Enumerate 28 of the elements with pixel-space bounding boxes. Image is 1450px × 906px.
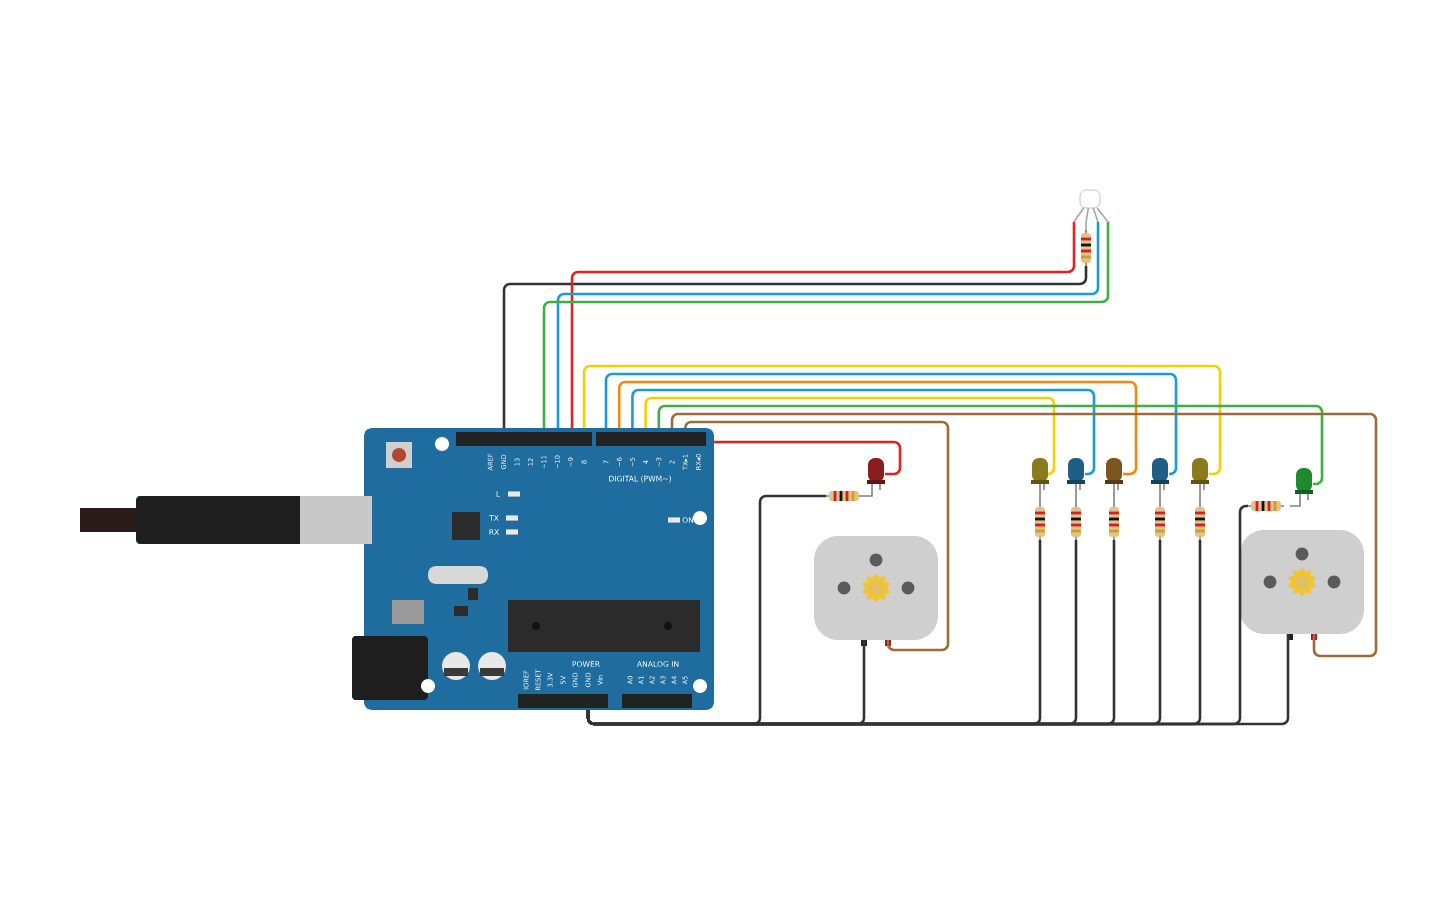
led-drawing xyxy=(1031,458,1049,505)
led-drawing xyxy=(1105,458,1123,505)
led-drawing xyxy=(1151,458,1169,505)
circuit-board-drawing xyxy=(80,428,714,710)
resistor-drawing xyxy=(1247,501,1285,511)
rgb-led-drawing xyxy=(1073,189,1109,233)
resistor-drawing xyxy=(1071,503,1081,541)
resistor-drawing xyxy=(825,491,863,501)
resistor-drawing xyxy=(1155,503,1165,541)
resistor-drawing xyxy=(1081,229,1091,267)
wire xyxy=(670,412,1378,658)
led-drawing xyxy=(1067,458,1085,505)
wire xyxy=(582,364,1222,476)
wire xyxy=(586,634,1290,726)
led-drawing xyxy=(1289,468,1313,507)
wire xyxy=(644,396,1056,476)
resistor-drawing xyxy=(1195,503,1205,541)
wire xyxy=(502,266,1088,428)
wire xyxy=(604,372,1178,476)
wire xyxy=(617,380,1138,476)
motor-drawing xyxy=(814,536,938,646)
led-drawing xyxy=(1191,458,1209,505)
motor-drawing xyxy=(1240,530,1364,640)
resistor-drawing xyxy=(1109,503,1119,541)
wire xyxy=(631,388,1096,476)
led-drawing xyxy=(861,458,885,497)
wire xyxy=(684,420,950,652)
resistor-drawing xyxy=(1035,503,1045,541)
